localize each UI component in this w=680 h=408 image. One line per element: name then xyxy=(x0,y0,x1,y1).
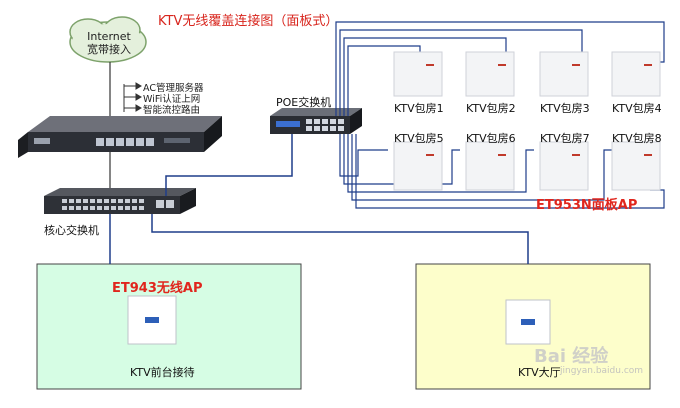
wireless-ap-yellow-icon xyxy=(505,299,551,345)
panel-ap-label: ET953N面板AP xyxy=(536,198,638,213)
panel-ap-row1 xyxy=(393,51,661,97)
poe-switch-label: POE交换机 xyxy=(276,96,332,109)
feature-bracket xyxy=(123,82,142,112)
diagram-title: KTV无线覆盖连接图（面板式） xyxy=(158,14,339,29)
zone-yellow-label: KTV大厅 xyxy=(518,366,561,379)
watermark-url: jingyan.baidu.com xyxy=(560,366,644,376)
core-yellow-cable xyxy=(151,214,529,264)
zone-green-label: KTV前台接待 xyxy=(130,366,195,379)
watermark-brand: Bai 经验 xyxy=(534,346,609,367)
room-label-4: KTV包房4 xyxy=(612,102,662,115)
room-label-5: KTV包房5 xyxy=(394,132,444,145)
router-device xyxy=(18,116,222,158)
poe-switch-device xyxy=(270,108,362,134)
feature-1: AC管理服务器 xyxy=(143,83,204,94)
wireless-ap-label: ET943无线AP xyxy=(112,281,203,296)
internet-cloud-icon xyxy=(69,16,147,63)
room-label-1: KTV包房1 xyxy=(394,102,444,115)
room-label-8: KTV包房8 xyxy=(612,132,662,145)
wireless-ap-green-icon xyxy=(127,295,177,345)
room-label-2: KTV包房2 xyxy=(466,102,516,115)
room-label-6: KTV包房6 xyxy=(466,132,516,145)
cloud-line1: Internet xyxy=(87,30,131,43)
panel-ap-row2 xyxy=(393,141,661,191)
room-label-3: KTV包房3 xyxy=(540,102,590,115)
core-poe-cable xyxy=(165,134,293,196)
core-switch-label: 核心交换机 xyxy=(44,224,99,237)
cloud-line2: 宽带接入 xyxy=(87,43,131,56)
room-label-7: KTV包房7 xyxy=(540,132,590,145)
feature-2: WiFi认证上网 xyxy=(143,94,201,105)
feature-3: 智能流控路由 xyxy=(143,105,201,116)
cloud-label: Internet 宽带接入 xyxy=(78,30,140,56)
core-switch-device xyxy=(44,188,196,214)
